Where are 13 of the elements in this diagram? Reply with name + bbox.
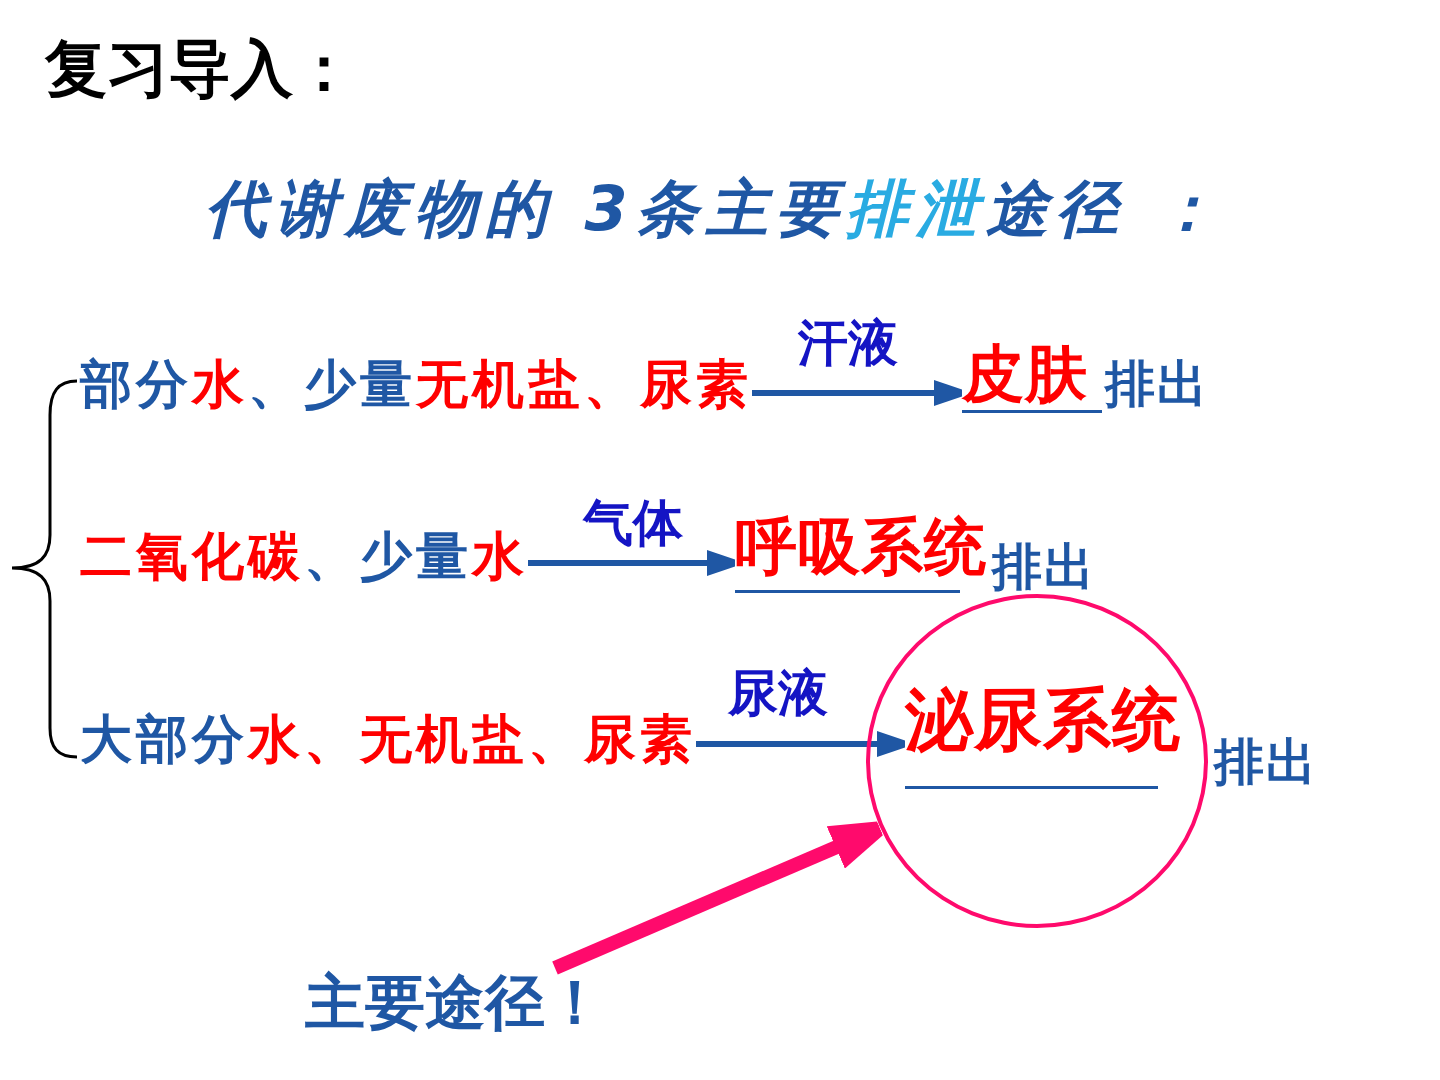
- suffix-text: 排出: [1105, 356, 1209, 414]
- answer-text: 皮肤: [962, 340, 1088, 409]
- substance-text: 二氧化碳、少量水: [80, 527, 528, 587]
- edge-label: 气体: [579, 495, 687, 551]
- substance-text: 大部分水、无机盐、尿素: [80, 710, 696, 770]
- suffix-text: 排出: [1214, 734, 1318, 792]
- subtitle-text: 代谢废物的 3条主要排泄途径 ：: [205, 175, 1226, 244]
- callout-text: 主要途径！: [305, 968, 605, 1037]
- suffix-text: 排出: [992, 539, 1096, 597]
- answer-text: 泌尿系统: [905, 683, 1181, 758]
- answer-text: 呼吸系统: [735, 513, 987, 582]
- title-text: 复习导入：: [45, 33, 355, 105]
- substance-text: 部分水、少量无机盐、尿素: [80, 355, 752, 415]
